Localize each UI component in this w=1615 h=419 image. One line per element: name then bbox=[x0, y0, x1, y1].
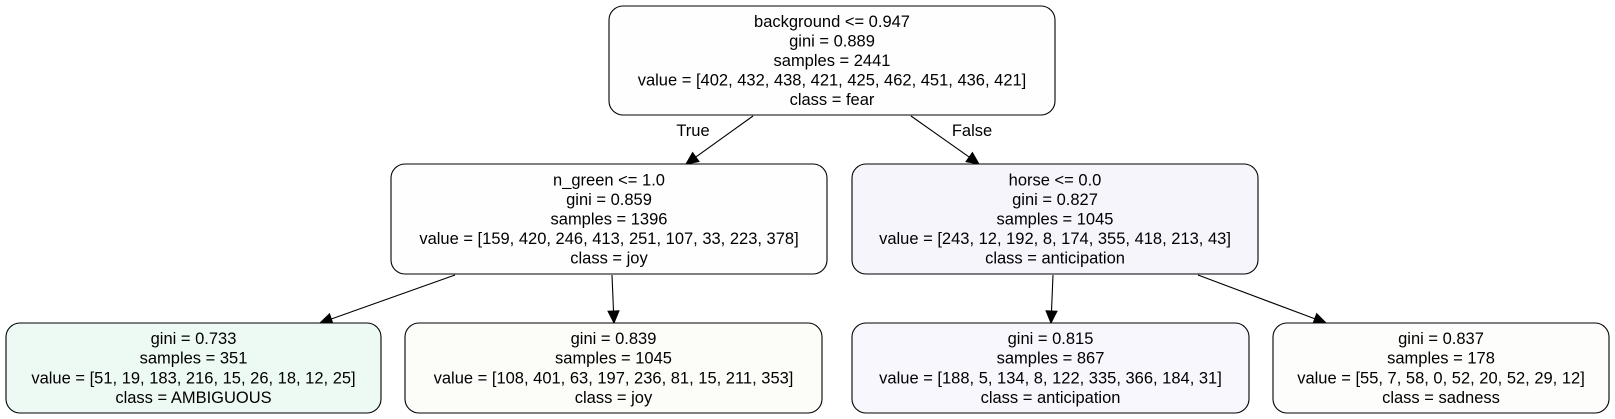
arrowhead bbox=[607, 310, 620, 325]
node-line: class = anticipation bbox=[985, 250, 1125, 268]
node-line: class = fear bbox=[790, 91, 875, 109]
arrowhead bbox=[1045, 310, 1058, 325]
node-line: samples = 351 bbox=[140, 350, 248, 368]
node-line: gini = 0.837 bbox=[1398, 330, 1484, 348]
tree-node-left: n_green <= 1.0 gini = 0.859 samples = 1396… bbox=[390, 163, 828, 275]
node-line: class = anticipation bbox=[981, 389, 1121, 407]
tree-edge bbox=[607, 274, 620, 325]
node-box bbox=[851, 163, 1259, 275]
node-line: value = [51, 19, 183, 216, 15, 26, 18, 1… bbox=[31, 369, 355, 387]
node-box bbox=[851, 322, 1250, 414]
arrowhead bbox=[965, 151, 980, 165]
node-line: value = [188, 5, 134, 8, 122, 335, 366, … bbox=[879, 369, 1222, 387]
edge-label-true: True bbox=[676, 122, 709, 140]
node-line: samples = 1045 bbox=[997, 211, 1114, 229]
node-line: class = AMBIGUOUS bbox=[115, 389, 271, 407]
node-line: gini = 0.827 bbox=[1012, 191, 1098, 209]
node-box bbox=[5, 322, 382, 414]
node-line: value = [108, 401, 63, 197, 236, 81, 15,… bbox=[434, 369, 794, 387]
node-line: gini = 0.815 bbox=[1008, 330, 1094, 348]
node-line: value = [159, 420, 246, 413, 251, 107, 3… bbox=[419, 230, 798, 248]
tree-edge bbox=[1197, 274, 1328, 325]
node-line: class = sadness bbox=[1382, 389, 1500, 407]
arrowhead bbox=[1312, 312, 1328, 325]
node-line: class = joy bbox=[570, 250, 648, 268]
node-line: value = [402, 432, 438, 421, 425, 462, 4… bbox=[638, 72, 1027, 90]
edge-line bbox=[611, 274, 615, 312]
node-line: class = joy bbox=[575, 389, 653, 407]
node-box bbox=[404, 322, 823, 414]
tree-edge: True bbox=[676, 115, 754, 165]
node-line: gini = 0.889 bbox=[789, 32, 875, 50]
edge-line bbox=[1050, 274, 1054, 312]
arrowhead bbox=[685, 151, 700, 165]
tree-edge: False bbox=[910, 115, 992, 165]
node-box bbox=[390, 163, 828, 275]
node-line: samples = 867 bbox=[997, 350, 1105, 368]
node-line: horse <= 0.0 bbox=[1009, 171, 1102, 189]
node-line: samples = 178 bbox=[1387, 350, 1495, 368]
edge-line bbox=[695, 115, 754, 158]
node-line: n_green <= 1.0 bbox=[553, 171, 665, 189]
tree-node-right: horse <= 0.0 gini = 0.827 samples = 1045va… bbox=[851, 163, 1259, 275]
tree-edge bbox=[1045, 274, 1058, 325]
node-line: value = [55, 7, 58, 0, 52, 20, 52, 29, 1… bbox=[1297, 369, 1585, 387]
node-line: gini = 0.733 bbox=[151, 330, 237, 348]
edge-label-false: False bbox=[952, 122, 992, 140]
node-line: gini = 0.859 bbox=[566, 191, 652, 209]
node-line: samples = 1396 bbox=[551, 211, 668, 229]
edge-line bbox=[910, 115, 970, 158]
edge-line bbox=[331, 274, 456, 320]
tree-edge bbox=[318, 274, 456, 325]
node-line: samples = 2441 bbox=[774, 52, 891, 70]
edge-line bbox=[1197, 274, 1315, 320]
node-box bbox=[608, 5, 1056, 116]
node-line: background <= 0.947 bbox=[754, 13, 910, 31]
node-line: samples = 1045 bbox=[555, 350, 672, 368]
node-line: gini = 0.839 bbox=[571, 330, 657, 348]
node-line: value = [243, 12, 192, 8, 174, 355, 418,… bbox=[879, 230, 1231, 248]
node-box bbox=[1272, 322, 1610, 414]
